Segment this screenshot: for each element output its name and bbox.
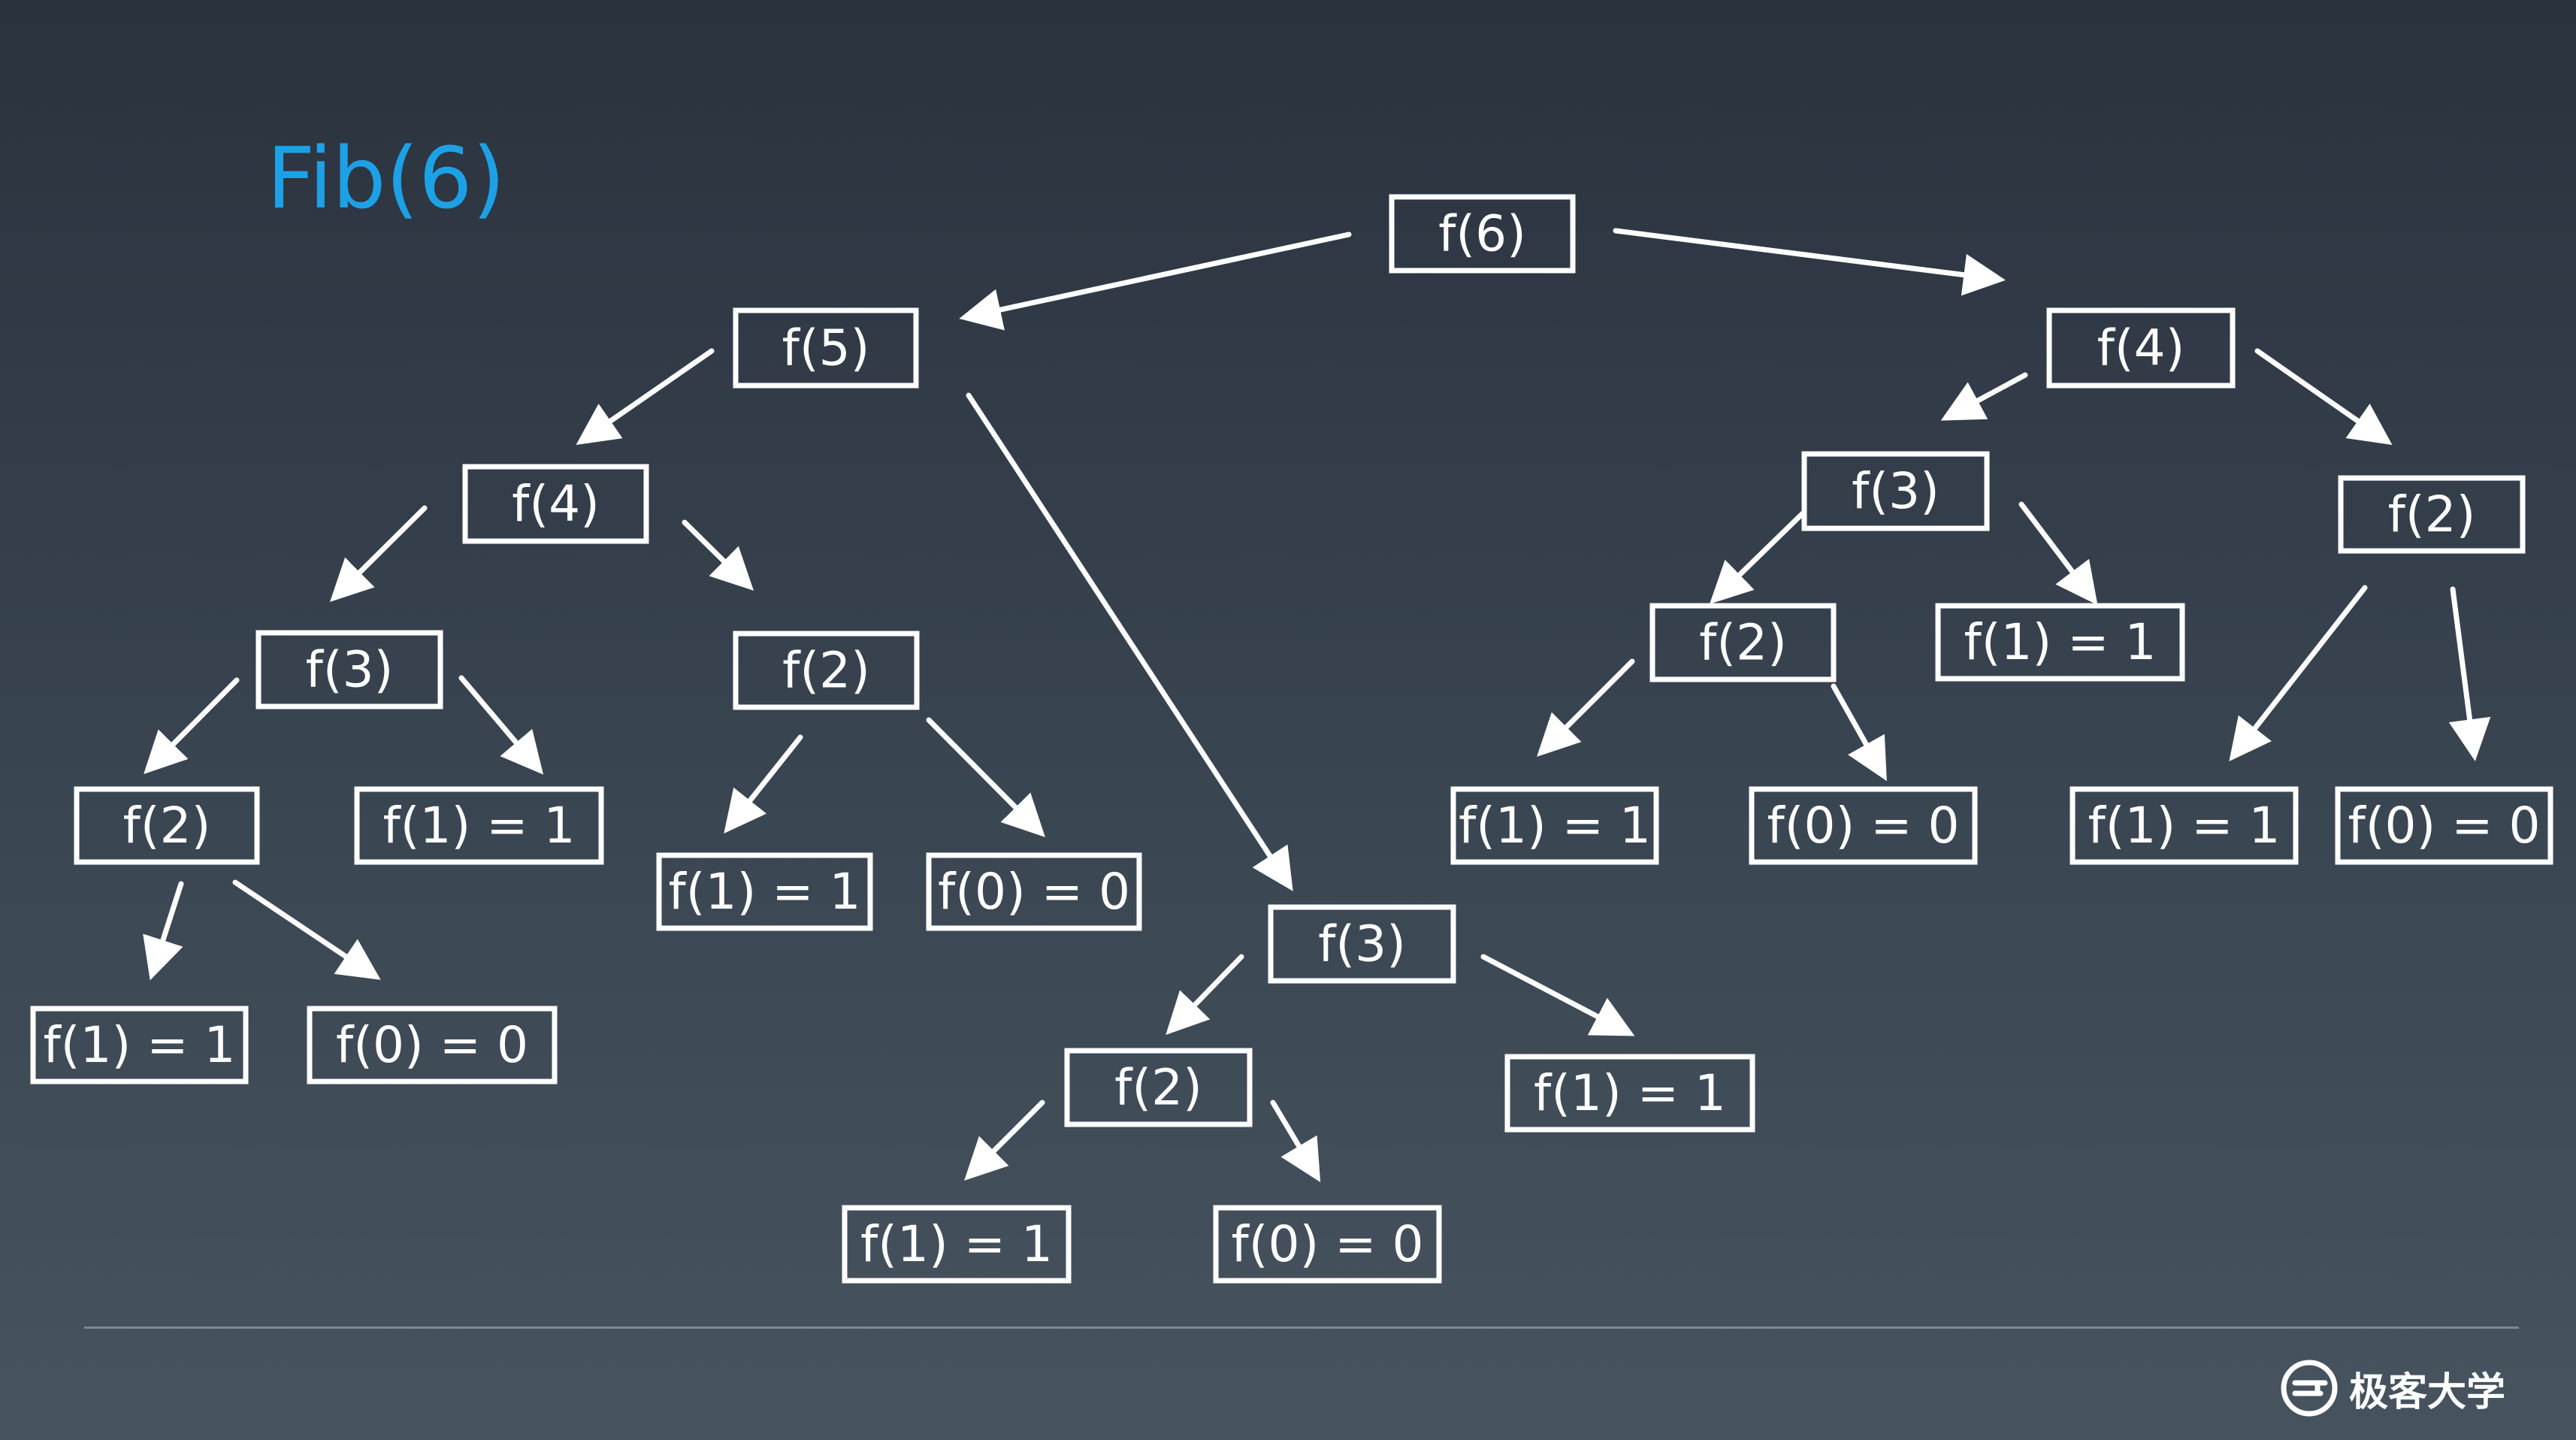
svg-text:f(2): f(2) xyxy=(782,642,870,700)
node-f2-leftmost: f(2) xyxy=(74,786,260,865)
node-f3-left: f(3) xyxy=(255,630,443,709)
node-f1-mid-sib: f(1) = 1 xyxy=(1504,1054,1755,1133)
svg-text:f(0) = 0: f(0) = 0 xyxy=(336,1016,528,1074)
svg-text:f(3): f(3) xyxy=(1852,462,1940,520)
node-f0-lm: f(0) = 0 xyxy=(926,852,1142,931)
node-f2-mid: f(2) xyxy=(1064,1048,1253,1127)
node-f1-rr1: f(1) = 1 xyxy=(1450,786,1659,865)
node-f3-mid: f(3) xyxy=(1268,904,1456,984)
footer-divider xyxy=(84,1327,2519,1329)
svg-text:f(2): f(2) xyxy=(1114,1059,1202,1117)
edge-f2-right-f0 xyxy=(2448,586,2491,761)
edge-f2-left-mid-f1 xyxy=(724,734,803,833)
svg-text:f(5): f(5) xyxy=(782,319,870,377)
edge-f2-mid-f1 xyxy=(964,1100,1045,1181)
node-f1-leftmost-sib: f(1) = 1 xyxy=(354,786,604,865)
edge-f2-right-f1 xyxy=(2229,585,2368,762)
edge-f4-right-f3-right xyxy=(1940,372,2028,421)
edge-f3-mid-f1 xyxy=(1480,954,1635,1036)
edge-f2-leftmost-f0 xyxy=(232,879,381,980)
edge-f3-right-f2 xyxy=(1709,510,1806,604)
node-f1-f3r: f(1) = 1 xyxy=(1935,603,2185,682)
node-f1-lm: f(1) = 1 xyxy=(656,852,873,931)
edge-f2-mid-f0 xyxy=(1270,1100,1321,1183)
brand: 极客大学 xyxy=(2278,1354,2505,1422)
edge-f6-f4-right xyxy=(1613,228,2006,296)
edge-f3-left-f1 xyxy=(458,675,544,775)
edge-f2-under-f3r-f1 xyxy=(1537,658,1635,757)
edge-f5-f4-left xyxy=(576,348,715,445)
edge-f2-left-mid-f0 xyxy=(926,717,1045,837)
svg-text:f(0) = 0: f(0) = 0 xyxy=(1767,797,1960,855)
svg-text:f(3): f(3) xyxy=(306,641,394,699)
brand-name: 极客大学 xyxy=(2349,1369,2506,1415)
node-f3-right: f(3) xyxy=(1801,451,1990,531)
geekbang-logo-icon xyxy=(2281,1360,2338,1417)
svg-text:f(0) = 0: f(0) = 0 xyxy=(1232,1215,1424,1273)
edge-f3-mid-f2-mid xyxy=(1166,954,1244,1036)
node-f2-under-f3r: f(2) xyxy=(1649,603,1837,682)
node-f1-ll: f(1) = 1 xyxy=(30,1006,249,1085)
edge-f5-f3-mid xyxy=(966,392,1293,891)
node-f6: f(6) xyxy=(1389,194,1576,274)
node-f2-right: f(2) xyxy=(2338,475,2526,554)
node-f0-rr2: f(0) = 0 xyxy=(2335,786,2553,865)
node-f1-rr2: f(1) = 1 xyxy=(2070,786,2299,865)
svg-text:f(1) = 1: f(1) = 1 xyxy=(383,797,576,855)
edge-f6-f5 xyxy=(959,231,1352,331)
svg-text:f(0) = 0: f(0) = 0 xyxy=(938,863,1130,921)
node-f0-ll: f(0) = 0 xyxy=(307,1006,558,1085)
svg-text:f(2): f(2) xyxy=(123,797,211,855)
svg-text:f(1) = 1: f(1) = 1 xyxy=(1964,613,2157,671)
node-f5: f(5) xyxy=(733,307,919,389)
svg-text:f(1) = 1: f(1) = 1 xyxy=(860,1215,1053,1273)
svg-text:f(1) = 1: f(1) = 1 xyxy=(1459,797,1651,855)
svg-text:f(1) = 1: f(1) = 1 xyxy=(1534,1064,1726,1122)
svg-text:f(4): f(4) xyxy=(512,475,600,533)
node-f2-left-mid: f(2) xyxy=(733,631,920,710)
svg-text:f(4): f(4) xyxy=(2097,319,2185,377)
edge-f4-right-f2-right xyxy=(2254,348,2393,446)
node-f4-left: f(4) xyxy=(462,464,649,544)
svg-text:f(1) = 1: f(1) = 1 xyxy=(669,863,861,921)
edge-f2-under-f3r-f0 xyxy=(1831,683,1887,782)
slide-title: Fib(6) xyxy=(267,130,506,228)
svg-text:f(2): f(2) xyxy=(2388,486,2476,543)
node-f0-mb: f(0) = 0 xyxy=(1213,1205,1442,1284)
svg-text:f(1) = 1: f(1) = 1 xyxy=(2088,797,2281,855)
edge-f2-leftmost-f1 xyxy=(143,881,184,981)
node-f1-mb: f(1) = 1 xyxy=(842,1205,1072,1284)
edge-f3-right-f1 xyxy=(2018,501,2098,606)
svg-text:f(3): f(3) xyxy=(1318,915,1406,973)
svg-text:f(0) = 0: f(0) = 0 xyxy=(2348,797,2541,855)
node-f4-right: f(4) xyxy=(2046,307,2236,389)
svg-text:f(6): f(6) xyxy=(1438,205,1526,263)
node-f0-rr1: f(0) = 0 xyxy=(1749,786,1978,865)
edge-f3-left-f2-leftmost xyxy=(144,677,240,774)
edge-f4-left-f2-left-mid xyxy=(682,519,754,591)
edge-f4-left-f3-left xyxy=(330,505,428,602)
svg-text:f(2): f(2) xyxy=(1699,614,1787,672)
svg-text:f(1) = 1: f(1) = 1 xyxy=(44,1016,236,1074)
